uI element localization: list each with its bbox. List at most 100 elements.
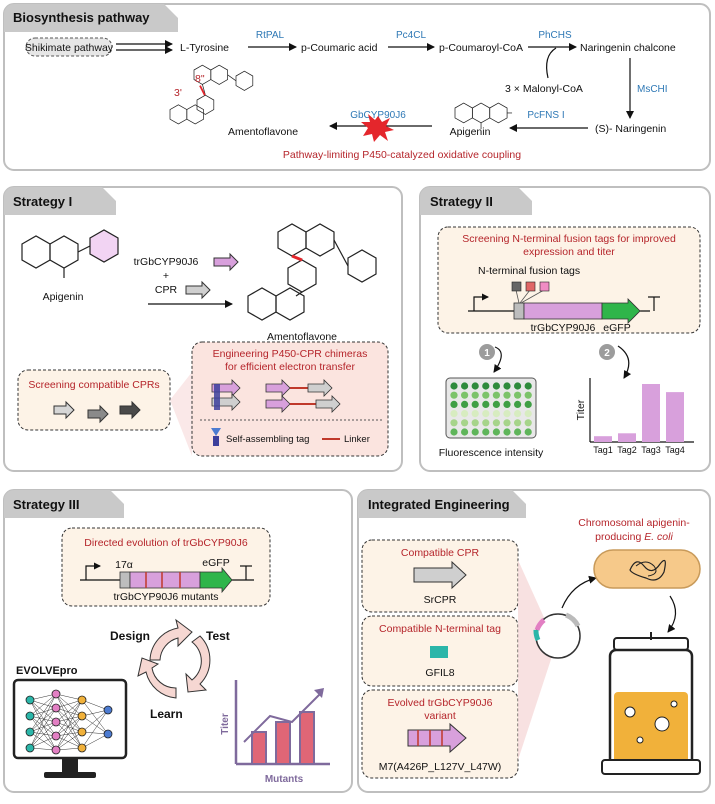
cycle-learn-label: Learn [150, 707, 183, 721]
p450-gene-arrow-icon [213, 252, 239, 272]
position-3-label: 3' [174, 87, 182, 99]
s2-gene-construct [468, 281, 660, 324]
plate-well [482, 410, 490, 418]
nn-node [25, 711, 35, 721]
nn-node [77, 695, 87, 705]
nn-edge [81, 709, 109, 717]
nn-edge [29, 693, 57, 733]
nn-edge [55, 693, 83, 717]
nn-edge [29, 707, 57, 733]
plate-well [524, 428, 532, 436]
plate-wells [450, 382, 532, 436]
ie-variant-title-line2: variant [424, 710, 456, 722]
plate-well [492, 410, 500, 418]
ie-cpr-title: Compatible CPR [401, 547, 480, 559]
plasmid-to-ecoli-arrow [561, 575, 597, 609]
node-naringenin-chalcone: Naringenin chalcone [580, 42, 676, 54]
s1-apigenin-label: Apigenin [43, 291, 84, 303]
ie-callout-wedge [518, 560, 556, 760]
fluorescence-label: Fluorescence intensity [439, 447, 544, 459]
plate-well [461, 382, 469, 390]
nn-edge [29, 693, 57, 749]
nn-edge [55, 715, 83, 751]
s2-gene-label: trGbCYP90J6 [531, 322, 596, 334]
plate-well [450, 391, 458, 399]
panel-title-biosynthesis: Biosynthesis pathway [13, 10, 150, 25]
plate-well [450, 410, 458, 418]
plate-well [492, 419, 500, 427]
plate-well [524, 391, 532, 399]
nn-edge [29, 715, 57, 737]
rate-limiting-note: Pathway-limiting P450-catalyzed oxidativ… [283, 149, 521, 161]
promoter-icon [473, 293, 489, 311]
malonyl-feed-arrow [546, 47, 557, 79]
s3-mutants-label: trGbCYP90J6 mutants [113, 591, 218, 603]
plate-well [471, 382, 479, 390]
plate-well [461, 419, 469, 427]
plate-well [524, 419, 532, 427]
amentoflavone-structure [247, 223, 377, 321]
panel-strategy-3: Strategy III Directed evolution of trGbC… [3, 489, 353, 793]
plate-well [482, 428, 490, 436]
plate-well [461, 391, 469, 399]
plate-well [514, 410, 522, 418]
nn-node [77, 743, 87, 753]
panel-title-integrated: Integrated Engineering [368, 497, 510, 512]
enzyme-gbcyp90j6: GbCYP90J6 [350, 110, 406, 121]
evolvepro-label: EVOLVEpro [16, 665, 78, 677]
plate-well [503, 382, 511, 390]
node-shikimate: Shikimate pathway [25, 42, 114, 54]
cpr-variant-icon-1 [53, 400, 75, 420]
s2-title-line1: Screening N-terminal fusion tags for imp… [462, 233, 676, 245]
amentoflavone-structure-top [169, 64, 254, 125]
plate-well [514, 391, 522, 399]
step-1-number: 1 [484, 348, 490, 359]
panel-strategy-1: Strategy I Apigenin trGbCYP90J6 + CPR Am… [3, 186, 403, 472]
plate-well [514, 400, 522, 408]
nn-edge [55, 721, 83, 749]
enzyme-pc4cl: Pc4CL [396, 30, 426, 41]
plate-well [450, 400, 458, 408]
s2-title-line2: expression and titer [523, 246, 615, 258]
nn-edge [55, 699, 83, 709]
node-apigenin: Apigenin [450, 126, 491, 138]
chimera-construct-2 [265, 379, 341, 413]
nn-node [51, 745, 61, 755]
plate-well [503, 410, 511, 418]
nn-edge [55, 731, 83, 751]
cpr-variant-icon-3 [119, 400, 141, 420]
position-8-label: 8" [195, 73, 205, 85]
nn-edge [55, 699, 83, 737]
s1-amentoflavone-label: Amentoflavone [267, 331, 337, 343]
plate-well [492, 391, 500, 399]
cpr-variant-icon-2 [87, 404, 109, 424]
node-coumaric-acid: p-Coumaric acid [301, 42, 378, 54]
legend-linker: Linker [344, 434, 370, 445]
nn-edge [55, 693, 83, 749]
node-amentoflavone: Amentoflavone [228, 126, 298, 138]
chimera-construct-1 [211, 379, 241, 411]
nn-node [77, 711, 87, 721]
step-2-arrow [617, 345, 632, 379]
plate-well [482, 400, 490, 408]
plate-well [524, 400, 532, 408]
nn-edge [55, 735, 83, 749]
panel-title-strategy-2: Strategy II [430, 194, 493, 209]
ie-variant-name: M7(A426P_L127V_L47W) [379, 761, 502, 773]
chassis-label-line2: producing E. coli [595, 531, 673, 543]
cycle-test-label: Test [206, 629, 230, 643]
neural-network-icon [25, 689, 113, 755]
s3-gene-construct [80, 562, 254, 594]
nn-edge [29, 735, 57, 749]
enzyme-phchs: PhCHS [538, 30, 572, 41]
nn-node [51, 717, 61, 727]
nn-edge [81, 709, 109, 733]
nn-edge [55, 699, 83, 723]
nn-node [25, 695, 35, 705]
plate-well [482, 382, 490, 390]
legend-self-assembling-tag: Self-assembling tag [226, 434, 309, 445]
enzyme-rtpal: RtPAL [256, 30, 285, 41]
